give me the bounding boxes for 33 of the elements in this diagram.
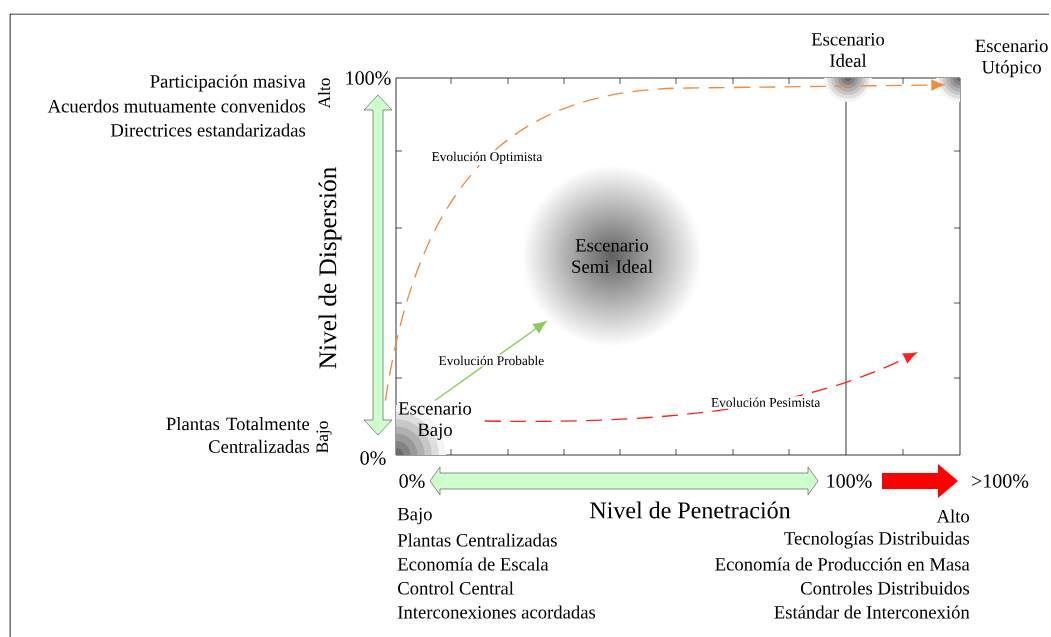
axis-end-label: Bajo — [316, 421, 332, 453]
scenario-label: Escenario Utópico — [975, 39, 1048, 78]
text-label: Tecnologías Distribuidas — [784, 531, 970, 549]
text-label: Acuerdos mutuamente convenidos — [47, 99, 306, 113]
axis-title: Nivel de Dispersión — [318, 167, 342, 369]
scenario-label: Escenario Ideal — [811, 33, 885, 67]
axis-end-label: Alto — [317, 78, 331, 109]
text-label: Estándar de Interconexión — [774, 605, 970, 619]
scenario-label: Escenario Bajo — [398, 402, 472, 440]
text-label: Participación masiva — [150, 74, 306, 92]
text-label: Bajo — [397, 507, 432, 525]
text-label: Control Central — [398, 581, 514, 595]
edge-label: Evolución Probable — [437, 354, 546, 367]
percent-label: >100% — [972, 474, 1029, 488]
edge-label: Evolución Pesimista — [709, 396, 822, 409]
text-label: Plantas Totalmente Centralizadas — [166, 417, 310, 453]
arrow — [434, 321, 547, 402]
text-label: Plantas Centralizadas — [397, 533, 557, 547]
percent-label: 0% — [360, 451, 386, 465]
percent-label: 100% — [827, 474, 872, 488]
text-label: Interconexiones acordadas — [397, 605, 596, 619]
text-label: Economía de Escala — [397, 557, 549, 571]
glow-disc: Escenario Semi Ideal — [572, 239, 653, 273]
percent-label: 0% — [399, 474, 425, 488]
percent-label: 100% — [346, 71, 391, 85]
text-label: Controles Distribuidos — [800, 581, 970, 595]
text-label: Alto — [936, 509, 969, 523]
text-label: Economía de Producción en Masa — [715, 557, 970, 571]
text-label: Directrices estandarizadas — [110, 123, 306, 137]
axis-title: Nivel de Penetración — [590, 501, 791, 519]
edge-label: Evolución Optimista — [430, 150, 544, 166]
arrow — [384, 79, 945, 402]
arrow — [483, 352, 917, 423]
